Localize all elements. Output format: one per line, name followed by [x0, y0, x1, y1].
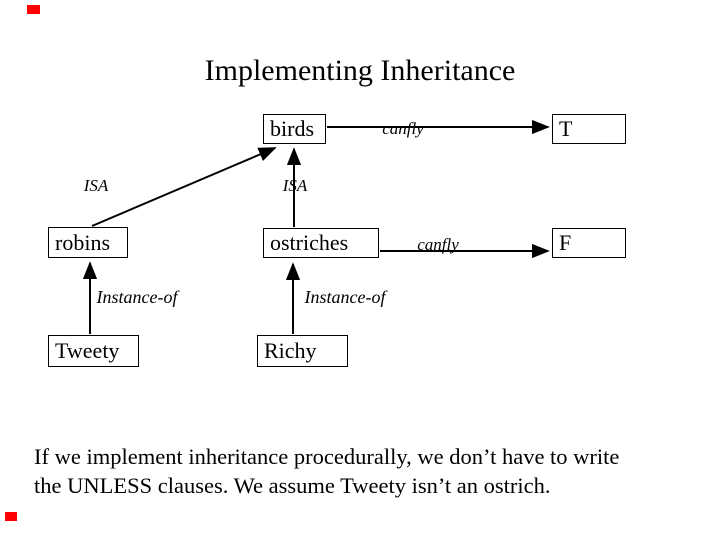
edge-label-canfly-top: canfly	[382, 119, 424, 138]
node-ostriches: ostriches	[263, 228, 379, 258]
edge-label-isa-middle: ISA	[282, 176, 308, 195]
edge-label-instance-of-middle: Instance-of	[304, 287, 386, 307]
footer-text-line1: If we implement inheritance procedurally…	[34, 444, 620, 469]
slide-accent-square-top	[27, 5, 40, 14]
slide-accent-square-bottom	[5, 512, 17, 521]
node-robins: robins	[48, 227, 128, 258]
edge-label-instance-of-left: Instance-of	[96, 287, 178, 307]
edge-label-isa-left: ISA	[83, 176, 109, 195]
node-richy: Richy	[257, 335, 348, 367]
node-canfly-true: T	[552, 114, 626, 144]
slide-title: Implementing Inheritance	[204, 54, 516, 87]
node-canfly-false: F	[552, 228, 626, 258]
edge-label-canfly-bottom: canfly	[417, 235, 459, 254]
node-birds: birds	[263, 114, 326, 144]
footer-text-line2: the UNLESS clauses. We assume Tweety isn…	[34, 473, 551, 498]
arrow-robins-isa-birds	[91, 147, 277, 227]
node-tweety: Tweety	[48, 335, 139, 367]
footer-text: If we implement inheritance procedurally…	[34, 442, 700, 500]
